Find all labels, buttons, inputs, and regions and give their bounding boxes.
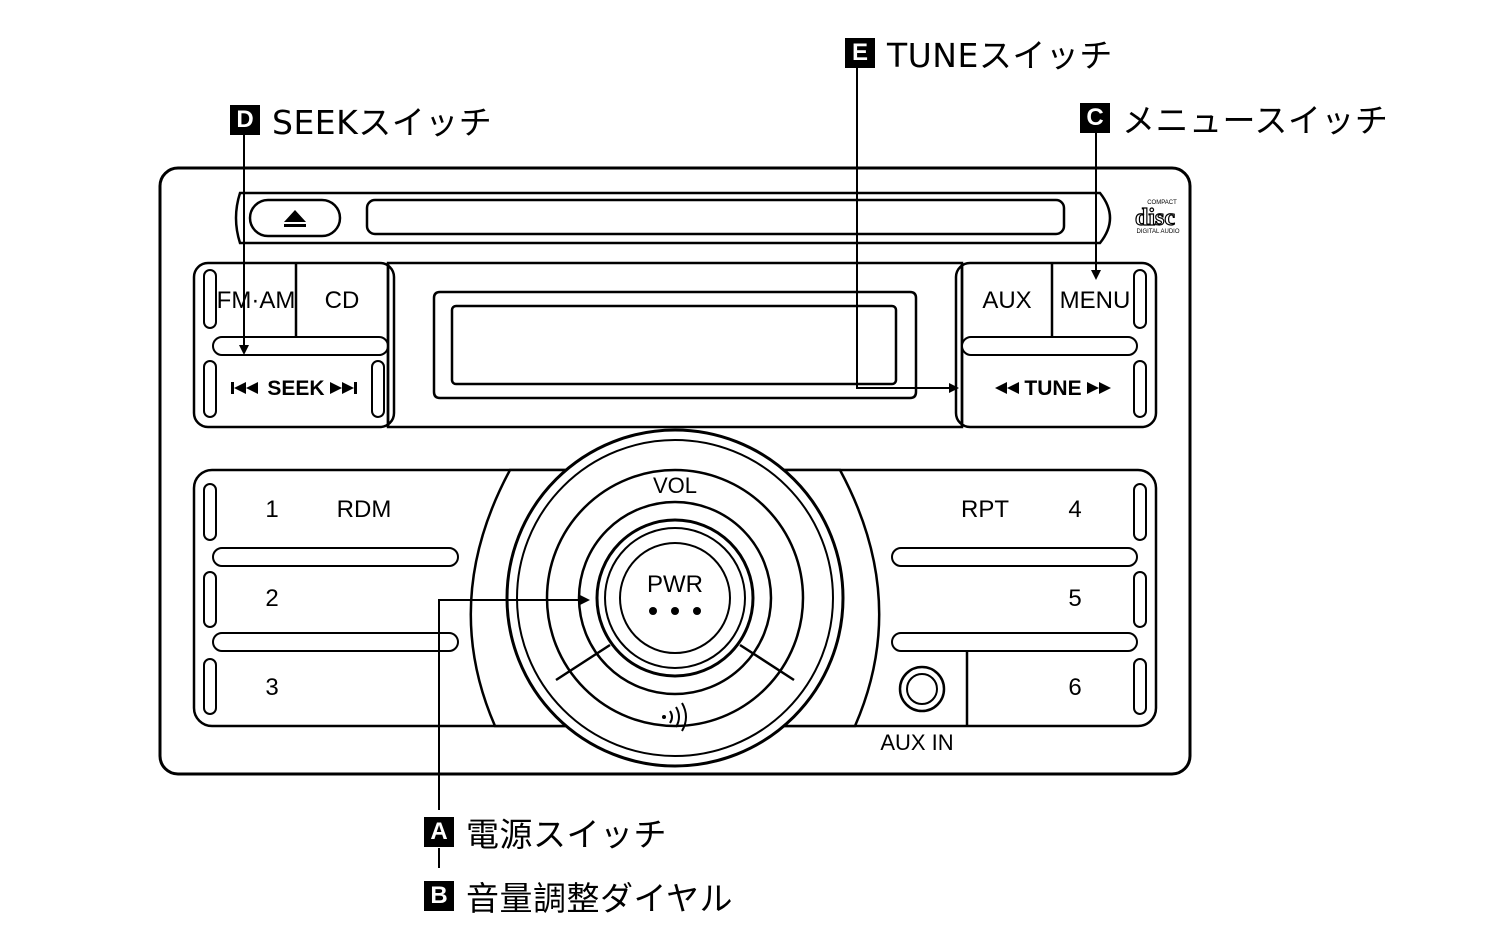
cd-button[interactable]: CD: [324, 287, 360, 314]
preset-5-button[interactable]: 5: [1068, 585, 1082, 612]
preset-1-button[interactable]: 1: [265, 496, 279, 523]
cd-slot: [365, 198, 1066, 236]
seek-button[interactable]: SEEK: [267, 377, 325, 400]
upper-right-panel: [954, 261, 1158, 429]
badge-c: C: [1080, 103, 1110, 133]
preset-6-button[interactable]: 6: [1068, 674, 1082, 701]
rdm-label: RDM: [336, 496, 392, 523]
svg-text:disc: disc: [1135, 205, 1175, 231]
vol-label: VOL: [652, 473, 698, 498]
callout-b-text: 音量調整ダイヤル: [466, 879, 734, 918]
display-screen: [450, 304, 898, 386]
svg-text:DIGITAL AUDIO: DIGITAL AUDIO: [1136, 229, 1179, 235]
callout-d-text: SEEKスイッチ: [272, 103, 493, 142]
menu-button[interactable]: MENU: [1059, 287, 1131, 314]
badge-b: B: [424, 881, 454, 911]
pwr-label: PWR: [647, 571, 703, 598]
leader-a: [438, 595, 590, 810]
preset-3-button[interactable]: 3: [265, 674, 279, 701]
callout-b: B 音量調整ダイヤル: [424, 872, 733, 920]
leader-e: [856, 64, 959, 393]
skip-back-icon: [231, 382, 258, 394]
callout-d: D SEEKスイッチ: [230, 96, 492, 144]
aux-button[interactable]: AUX: [982, 287, 1032, 314]
badge-a: A: [424, 817, 454, 847]
rewind-icon: [995, 382, 1019, 394]
callout-e-text: TUNEスイッチ: [887, 36, 1113, 75]
badge-e: E: [845, 38, 875, 68]
tune-button[interactable]: TUNE: [1024, 377, 1082, 400]
fm-am-button[interactable]: FM·AM: [216, 287, 296, 314]
rpt-label: RPT: [961, 496, 1009, 523]
callout-a-text: 電源スイッチ: [466, 815, 667, 854]
callout-e: E TUNEスイッチ: [845, 29, 1113, 77]
cd-slot-strip: [234, 191, 1112, 245]
aux-in-label: AUX IN: [880, 730, 954, 755]
badge-d: D: [230, 105, 260, 135]
callout-c: C メニュースイッチ: [1080, 94, 1388, 142]
skip-forward-icon: [330, 382, 357, 394]
dots-icon: [649, 607, 701, 615]
callout-a: A 電源スイッチ: [424, 808, 667, 856]
fast-forward-icon: [1087, 382, 1111, 394]
svg-text:COMPACT: COMPACT: [1147, 200, 1177, 206]
upper-left-panel: [192, 261, 396, 429]
callout-c-text: メニュースイッチ: [1122, 101, 1389, 140]
sound-icon: [662, 702, 687, 732]
preset-4-button[interactable]: 4: [1068, 496, 1082, 523]
cd-logo: COMPACT disc DIGITAL AUDIO: [1134, 200, 1179, 235]
eject-icon: [284, 210, 306, 227]
preset-2-button[interactable]: 2: [265, 585, 279, 612]
